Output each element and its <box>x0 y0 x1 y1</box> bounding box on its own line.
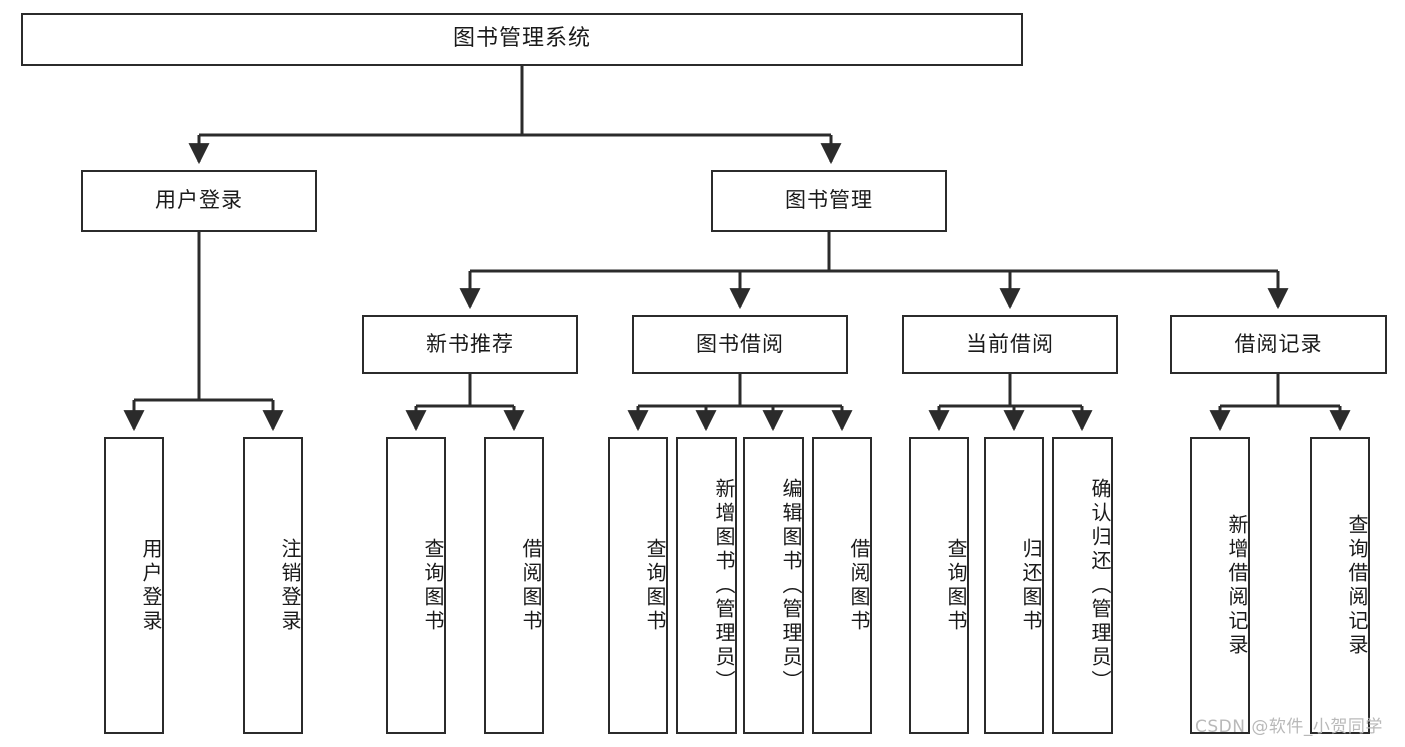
node-leaf-user-logout-label: 注销登录 <box>278 537 302 634</box>
node-new-book-recommend[interactable]: 新书推荐 <box>362 315 578 374</box>
node-leaf-borrow-book-2[interactable]: 借阅图书 <box>812 437 872 734</box>
node-leaf-return-book[interactable]: 归还图书 <box>984 437 1044 734</box>
node-new-book-recommend-label: 新书推荐 <box>426 331 514 356</box>
node-leaf-query-record-label: 查询借阅记录 <box>1345 513 1369 658</box>
node-root[interactable]: 图书管理系统 <box>21 13 1023 66</box>
node-user-login[interactable]: 用户登录 <box>81 170 317 232</box>
node-leaf-query-book-1-label: 查询图书 <box>421 537 445 634</box>
node-borrow-record-label: 借阅记录 <box>1234 331 1323 356</box>
node-leaf-user-logout[interactable]: 注销登录 <box>243 437 303 734</box>
node-current-borrow-label: 当前借阅 <box>966 331 1054 356</box>
node-leaf-user-login[interactable]: 用户登录 <box>104 437 164 734</box>
node-user-login-label: 用户登录 <box>155 188 243 213</box>
node-book-borrow[interactable]: 图书借阅 <box>632 315 848 374</box>
node-leaf-query-book-2-label: 查询图书 <box>643 537 667 634</box>
node-leaf-query-record[interactable]: 查询借阅记录 <box>1310 437 1370 734</box>
node-leaf-query-book-1[interactable]: 查询图书 <box>386 437 446 734</box>
node-leaf-add-book[interactable]: 新增图书（管理员） <box>676 437 737 734</box>
node-leaf-query-book-3-label: 查询图书 <box>944 537 968 634</box>
node-borrow-record[interactable]: 借阅记录 <box>1170 315 1387 374</box>
node-leaf-user-login-label: 用户登录 <box>139 537 163 634</box>
node-leaf-query-book-3[interactable]: 查询图书 <box>909 437 969 734</box>
node-leaf-borrow-book-1-label: 借阅图书 <box>519 537 543 634</box>
node-book-manage[interactable]: 图书管理 <box>711 170 947 232</box>
node-leaf-add-book-label: 新增图书（管理员） <box>712 477 736 694</box>
node-leaf-confirm-return-label: 确认归还（管理员） <box>1088 477 1112 694</box>
node-leaf-edit-book[interactable]: 编辑图书（管理员） <box>743 437 804 734</box>
node-leaf-edit-book-label: 编辑图书（管理员） <box>779 477 803 694</box>
node-leaf-borrow-book-2-label: 借阅图书 <box>847 537 871 634</box>
node-leaf-add-record-label: 新增借阅记录 <box>1225 513 1249 658</box>
node-leaf-query-book-2[interactable]: 查询图书 <box>608 437 668 734</box>
csdn-watermark: CSDN @软件_小贺同学 <box>1195 717 1383 737</box>
node-book-manage-label: 图书管理 <box>785 188 873 213</box>
node-leaf-confirm-return[interactable]: 确认归还（管理员） <box>1052 437 1113 734</box>
node-root-label: 图书管理系统 <box>452 26 591 52</box>
node-current-borrow[interactable]: 当前借阅 <box>902 315 1118 374</box>
node-leaf-add-record[interactable]: 新增借阅记录 <box>1190 437 1250 734</box>
node-leaf-borrow-book-1[interactable]: 借阅图书 <box>484 437 544 734</box>
node-book-borrow-label: 图书借阅 <box>696 331 784 356</box>
node-leaf-return-book-label: 归还图书 <box>1019 537 1043 634</box>
